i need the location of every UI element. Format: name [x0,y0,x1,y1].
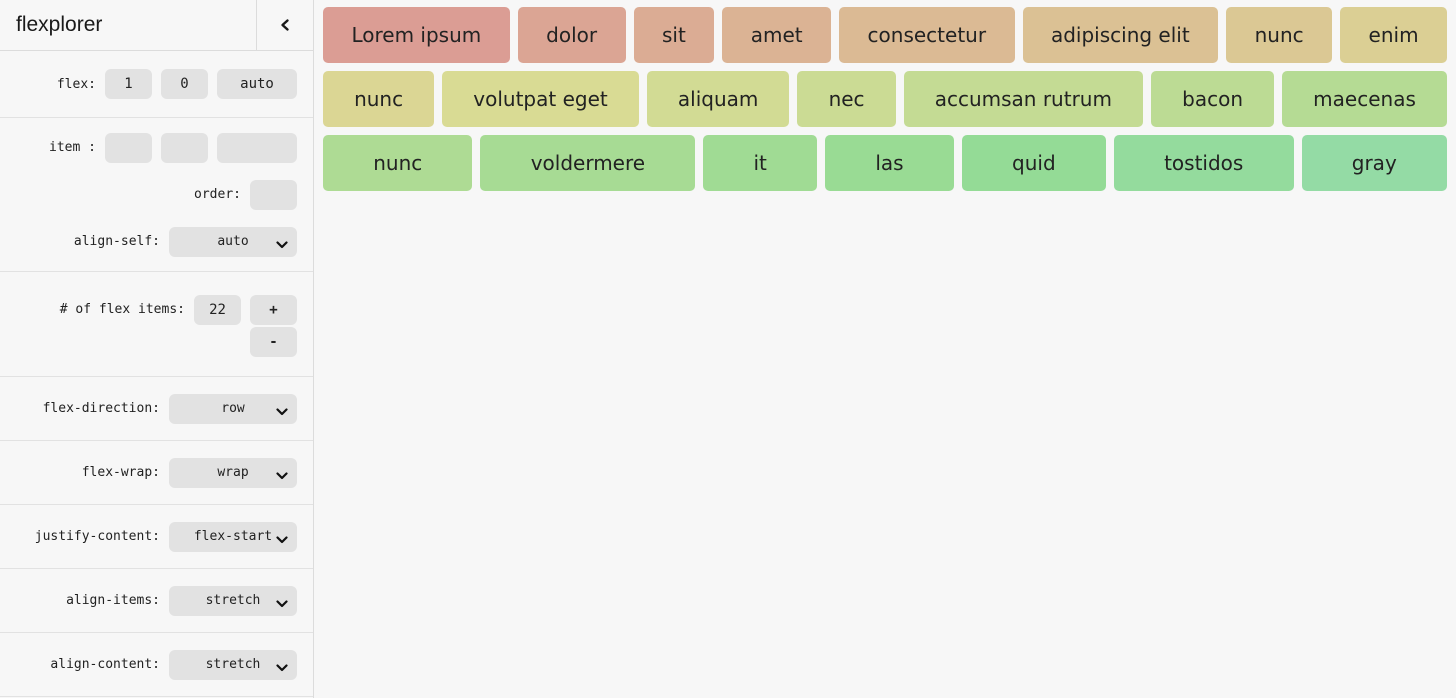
align-self-select[interactable]: auto [169,226,297,257]
flex-items-count-input[interactable] [194,295,241,325]
flex-item[interactable]: tostidos [1113,135,1294,191]
flex-item[interactable]: volutpat eget [442,71,639,127]
flex-item[interactable]: consectetur [839,7,1015,63]
chevron-down-icon [276,405,288,420]
flex-item[interactable]: nunc [1226,7,1333,63]
flex-direction-select[interactable]: row [169,393,297,424]
flex-shorthand-section: flex: [0,51,313,118]
flex-direction-label: flex-direction: [42,401,160,416]
flex-item[interactable]: aliquam [646,71,790,127]
align-items-value: stretch [205,593,261,608]
item-flex-basis-input[interactable] [217,132,297,163]
chevron-down-icon [276,533,288,548]
flex-item[interactable]: dolor [517,7,626,63]
order-row: order: [194,179,297,210]
flex-item[interactable]: sit [633,7,715,63]
flex-item[interactable]: maecenas [1282,71,1447,127]
count-stepper: + - [250,295,297,357]
align-self-label: align-self: [73,234,160,249]
flex-item[interactable]: accumsan rutrum [903,71,1144,127]
flex-direction-value: row [221,401,245,416]
chevron-down-icon [276,661,288,676]
flex-wrap-select[interactable]: wrap [169,457,297,488]
flex-item[interactable]: nunc [323,135,473,191]
remove-item-button[interactable]: - [250,327,297,357]
flex-item[interactable]: nec [797,71,896,127]
item-section: item : order: align-self: auto [0,118,313,272]
justify-content-value: flex-start [193,529,273,544]
flex-item[interactable]: amet [722,7,832,63]
align-content-value: stretch [205,657,261,672]
align-content-label: align-content: [50,657,160,672]
align-self-value: auto [217,234,249,249]
add-item-button[interactable]: + [250,295,297,325]
align-content-section: align-content: stretch [0,633,313,697]
flex-item[interactable]: nunc [323,71,435,127]
chevron-down-icon [276,238,288,253]
justify-content-select[interactable]: flex-start [169,521,297,552]
flex-shrink-input[interactable] [161,69,208,99]
flex-item[interactable]: it [703,135,818,191]
sidebar-header: flexplorer [0,0,313,51]
app-title: flexplorer [16,13,103,36]
flex-item[interactable]: enim [1340,7,1448,63]
flex-direction-section: flex-direction: row [0,377,313,441]
justify-content-label: justify-content: [34,529,160,544]
flex-item[interactable]: Lorem ipsum [323,7,510,63]
flex-item[interactable]: bacon [1151,71,1275,127]
align-self-row: align-self: auto [73,226,297,257]
flex-basis-input[interactable] [217,69,297,99]
flex-items-count-label: # of flex items: [59,302,185,317]
align-items-section: align-items: stretch [0,569,313,633]
item-flex-shrink-input[interactable] [161,132,208,163]
flex-grow-input[interactable] [105,69,152,99]
flex-items-count-section: # of flex items: + - [0,272,313,377]
sidebar-collapse-button[interactable] [256,0,313,50]
chevron-left-icon [279,18,291,32]
flex-item[interactable]: voldermere [480,135,696,191]
flex-item[interactable]: adipiscing elit [1022,7,1219,63]
flex-wrap-section: flex-wrap: wrap [0,441,313,505]
align-items-select[interactable]: stretch [169,585,297,616]
flex-wrap-label: flex-wrap: [81,465,160,480]
flex-wrap-value: wrap [217,465,249,480]
item-flex-row: item : [49,132,297,163]
justify-content-section: justify-content: flex-start [0,505,313,569]
flex-item[interactable]: las [825,135,954,191]
sidebar: flexplorer flex: item : order: [0,0,314,698]
align-items-label: align-items: [66,593,160,608]
order-label: order: [194,187,241,202]
align-content-select[interactable]: stretch [169,649,297,680]
item-flex-grow-input[interactable] [105,132,152,163]
flex-label: flex: [56,76,96,92]
flex-item[interactable]: quid [961,135,1106,191]
order-input[interactable] [250,179,297,210]
flex-item[interactable]: gray [1301,135,1447,191]
item-label: item : [49,140,96,155]
chevron-down-icon [276,469,288,484]
chevron-down-icon [276,597,288,612]
